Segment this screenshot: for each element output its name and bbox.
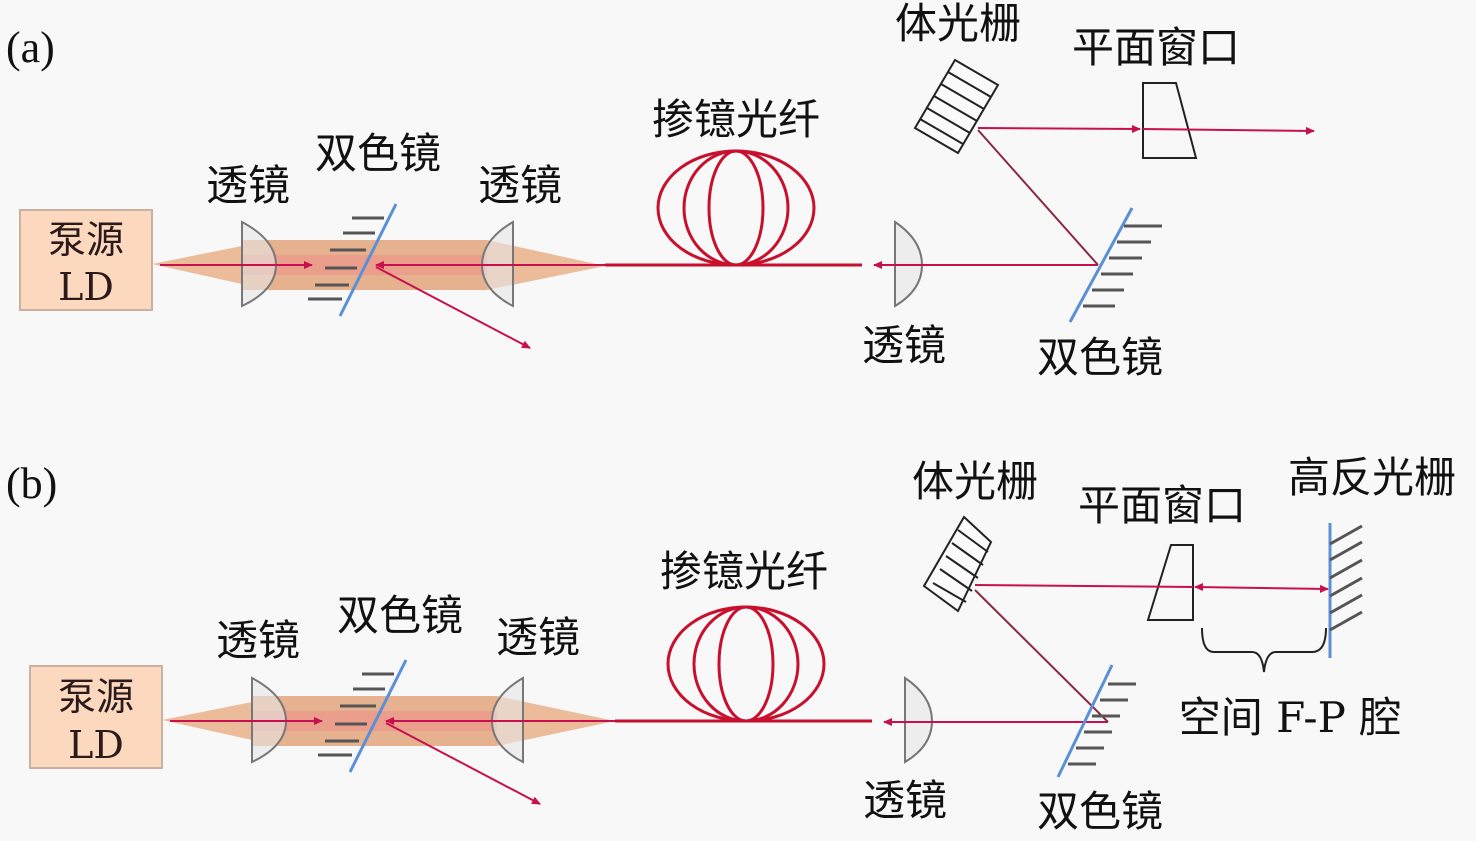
fp-cavity-bracket xyxy=(1201,627,1327,673)
label-lens-out: 透镜 xyxy=(862,321,946,370)
label-vbg: 体光栅 xyxy=(912,457,1038,506)
label-hr-grating: 高反光栅 xyxy=(1288,453,1456,502)
label-dichroic-right: 双色镜 xyxy=(1037,333,1163,382)
flat-window xyxy=(1146,544,1194,621)
volume-bragg-grating xyxy=(922,515,993,613)
pump-source-label-ld: LD xyxy=(58,265,114,309)
label-lens-right: 透镜 xyxy=(478,161,562,210)
label-window: 平面窗口 xyxy=(1072,23,1240,72)
intracavity-beam xyxy=(974,584,1194,588)
high-reflection-grating xyxy=(1328,523,1363,658)
label-dichroic-left: 双色镜 xyxy=(337,591,463,640)
output-beam xyxy=(1142,126,1315,135)
panel-label-b: (b) xyxy=(6,459,57,508)
panel-b: (b) 泵源 LD 透镜 双色镜 透镜 掺镱 xyxy=(6,453,1456,836)
panel-a: (a) 泵源 LD 透镜 双色镜 透镜 xyxy=(6,0,1315,382)
dichroic-mirror-right xyxy=(1068,207,1162,323)
panel-label-a: (a) xyxy=(6,23,55,72)
lens-out xyxy=(904,676,934,764)
label-lens-left: 透镜 xyxy=(216,616,300,665)
pump-source-ld xyxy=(29,665,163,769)
pump-source-ld xyxy=(19,209,153,311)
dichroic-mirror-left xyxy=(308,203,398,317)
label-dichroic-right: 双色镜 xyxy=(1037,787,1163,836)
output-beam xyxy=(977,124,1141,133)
pump-source-label-ld: LD xyxy=(68,723,124,767)
label-fiber: 掺镱光纤 xyxy=(660,547,828,596)
fp-beam-back-arrow xyxy=(1194,583,1203,591)
dichroic-mirror-left xyxy=(318,659,408,773)
label-dichroic-left: 双色镜 xyxy=(315,129,441,178)
signal-reflected xyxy=(375,266,531,349)
label-window: 平面窗口 xyxy=(1078,481,1246,530)
label-vbg: 体光栅 xyxy=(895,0,1021,48)
pump-source-label: 泵源 xyxy=(48,218,124,262)
dichroic-mirror-right xyxy=(1056,664,1136,778)
label-fiber: 掺镱光纤 xyxy=(652,95,820,144)
pump-source-label: 泵源 xyxy=(58,675,134,719)
signal-diag xyxy=(974,589,1109,723)
fp-beam xyxy=(1194,584,1329,593)
fiber-coil xyxy=(615,605,872,723)
volume-bragg-grating xyxy=(913,58,1000,155)
label-fp-cavity: 空间 F-P 腔 xyxy=(1179,693,1401,742)
flat-window xyxy=(1142,82,1198,159)
label-lens-right: 透镜 xyxy=(496,613,580,662)
label-lens-left: 透镜 xyxy=(206,161,290,210)
signal-diag xyxy=(977,129,1099,266)
label-lens-out: 透镜 xyxy=(863,776,947,825)
fiber-coil xyxy=(605,149,862,267)
signal-reflected xyxy=(385,722,541,805)
